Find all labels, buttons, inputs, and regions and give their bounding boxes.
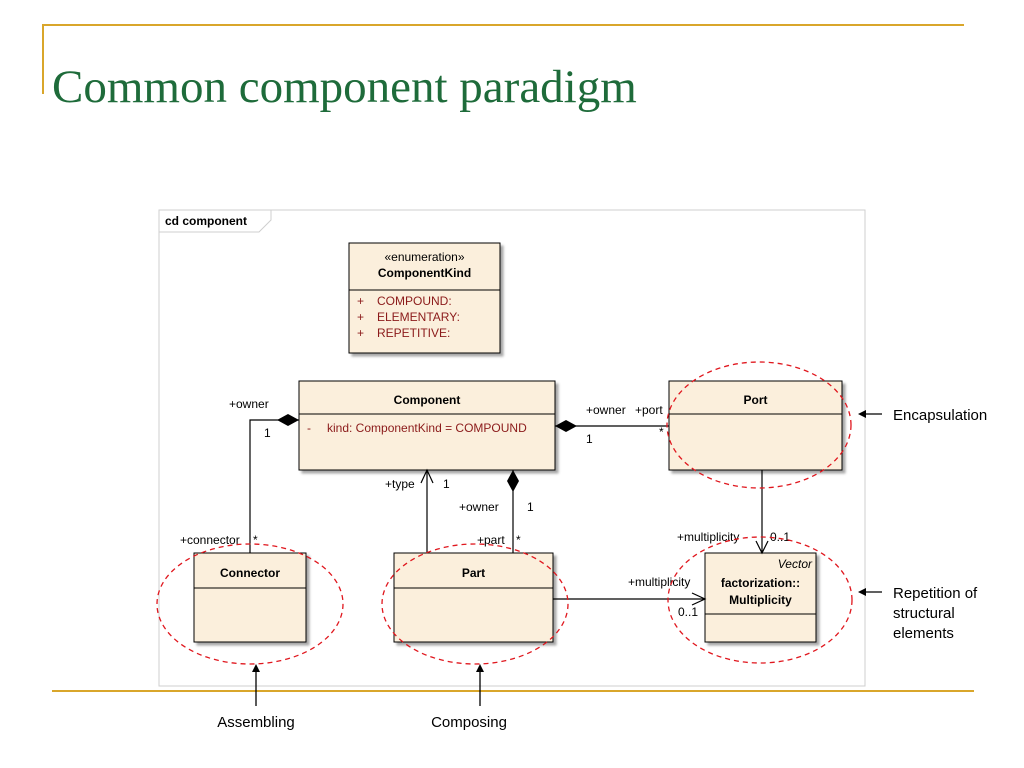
role-owner-port: +owner — [586, 403, 626, 417]
class-component: Component - kind: ComponentKind = COMPOU… — [298, 380, 556, 471]
mult-port-multiplicity: 0..1 — [770, 530, 790, 544]
part-name: Part — [462, 566, 485, 580]
arrowhead-repetition — [858, 588, 866, 596]
role-labels: +owner 1 +connector * +owner +port 1 * +… — [180, 397, 790, 619]
connector-name: Connector — [220, 566, 280, 580]
arrowhead-composing — [476, 664, 484, 672]
frame-tab — [158, 209, 272, 233]
role-connector: +connector — [180, 533, 240, 547]
port-name: Port — [744, 393, 768, 407]
ellipse-multiplicity — [667, 536, 853, 664]
arrowhead-encapsulation — [858, 410, 866, 418]
role-type: +type — [385, 477, 415, 491]
arrowhead-assembling — [252, 664, 260, 672]
frame-label: cd component — [165, 214, 247, 228]
mult-part: * — [516, 533, 521, 547]
literal-visibility: + — [357, 326, 364, 340]
callout-repetition-line1: Repetition of — [893, 585, 978, 602]
class-component-kind: «enumeration» ComponentKind + COMPOUND: … — [348, 242, 501, 354]
component-kind-attribute: kind: ComponentKind = COMPOUND — [327, 421, 527, 435]
role-part-multiplicity: +multiplicity — [628, 575, 690, 589]
highlight-ellipses — [156, 361, 853, 665]
component-kind-stereotype: «enumeration» — [384, 250, 464, 264]
navigability-arrow-port-multiplicity — [755, 540, 769, 555]
navigability-arrow-part-multiplicity — [691, 592, 707, 606]
callout-encapsulation: Encapsulation — [893, 407, 987, 424]
class-part: Part — [393, 552, 554, 643]
composition-diamond-connector — [277, 414, 299, 426]
mult-port: * — [659, 425, 664, 439]
callout-assembling: Assembling — [217, 714, 295, 731]
mult-type: 1 — [443, 477, 450, 491]
literal-visibility: + — [357, 310, 364, 324]
ellipse-port — [666, 361, 852, 489]
title-accent-bar — [42, 24, 44, 94]
ellipse-part — [381, 543, 569, 665]
role-owner-connector: +owner — [229, 397, 269, 411]
top-divider-line — [42, 24, 964, 26]
callout-labels: Encapsulation Repetition of structural e… — [217, 407, 987, 731]
association-ends — [277, 414, 769, 606]
class-connector: Connector — [193, 552, 307, 643]
role-owner-part: +owner — [459, 500, 499, 514]
class-multiplicity: Vector factorization:: Multiplicity — [704, 552, 817, 643]
multiplicity-name-line1: factorization:: — [721, 576, 800, 590]
navigability-arrow-type — [420, 468, 434, 484]
component-name: Component — [394, 393, 461, 407]
literal-repetitive: REPETITIVE: — [377, 326, 450, 340]
literal-visibility: + — [357, 294, 364, 308]
mult-part-multiplicity: 0..1 — [678, 605, 698, 619]
ellipse-connector — [156, 543, 344, 665]
class-port: Port — [668, 380, 843, 471]
callout-arrows — [252, 410, 882, 706]
mult-owner-connector: 1 — [264, 426, 271, 440]
composition-diamond-port — [555, 420, 577, 432]
callout-repetition-line2: structural — [893, 605, 955, 622]
callout-repetition-line3: elements — [893, 625, 954, 642]
mult-owner-port: 1 — [586, 432, 593, 446]
component-kind-name: ComponentKind — [378, 266, 471, 280]
slide-title: Common component paradigm — [52, 61, 637, 113]
role-port-multiplicity: +multiplicity — [677, 530, 739, 544]
component-attr-visibility: - — [307, 421, 311, 435]
mult-connector: * — [253, 533, 258, 547]
multiplicity-name-line2: Multiplicity — [729, 593, 792, 607]
multiplicity-stereotype: Vector — [778, 557, 813, 571]
role-port: +port — [635, 403, 663, 417]
role-part: +part — [477, 533, 505, 547]
mult-owner-part: 1 — [527, 500, 534, 514]
literal-elementary: ELEMENTARY: — [377, 310, 460, 324]
composition-diamond-part — [507, 470, 519, 492]
callout-composing: Composing — [431, 714, 507, 731]
literal-compound: COMPOUND: — [377, 294, 452, 308]
bottom-divider-line — [52, 690, 974, 692]
